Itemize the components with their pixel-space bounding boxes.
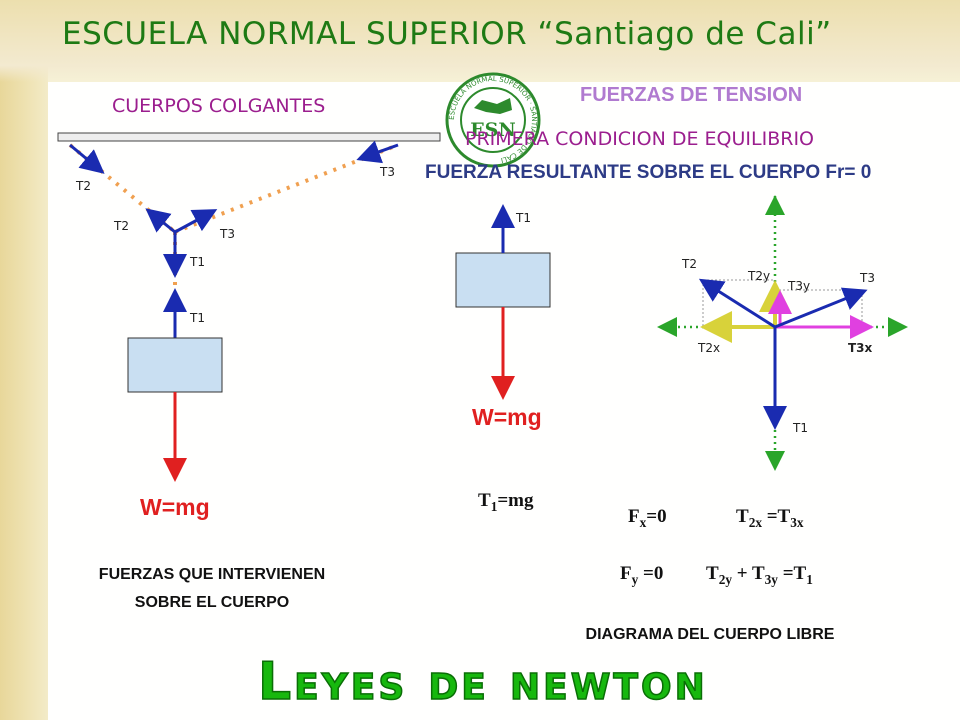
t3-vector <box>774 287 868 329</box>
label-t2-ceiling: T2 <box>75 179 91 193</box>
fbd-label-t2y: T2y <box>747 269 770 283</box>
middle-t1-label: T1 <box>515 211 531 225</box>
fbd-label-t2x: T2x <box>697 341 720 355</box>
leyes-newton-title: Leyes de newton <box>257 651 708 713</box>
fuerza-resultante-title: FUERZA RESULTANTE SOBRE EL CUERPO Fr= 0 <box>425 162 872 183</box>
equation-fx: Fx=0 <box>628 506 667 530</box>
equation-t1-mg: T1=mg <box>478 490 534 514</box>
t2-arrow-knot <box>145 208 176 234</box>
label-t1-knot: T1 <box>189 255 205 269</box>
t2-vector <box>698 278 776 329</box>
fbd-label-t2: T2 <box>681 257 697 271</box>
background-left-strip <box>0 0 48 720</box>
t3-arrow-ceiling <box>356 140 399 164</box>
fuerzas-tension-title: FUERZAS DE TENSION <box>580 84 803 106</box>
label-t3-ceiling: T3 <box>379 165 395 179</box>
logo-text: ESN <box>470 119 516 141</box>
equation-t2y-t3y: T2y + T3y =T1 <box>706 563 813 587</box>
weight-label-middle: W=mg <box>472 404 542 430</box>
equation-fy: Fy =0 <box>620 563 664 587</box>
label-t2-knot: T2 <box>113 219 129 233</box>
t3-arrow-knot <box>174 209 218 234</box>
t2-projection-box <box>702 279 776 328</box>
label-t1-body: T1 <box>189 311 205 325</box>
primera-condicion-title: PRIMERA CONDICION DE EQUILIBRIO <box>465 128 815 150</box>
caption-fuerzas-line2: SOBRE EL CUERPO <box>134 594 290 611</box>
school-logo: ESCUELA NORMAL SUPERIOR · SANTIAGO DE CA… <box>445 72 541 168</box>
fbd-label-t3x: T3x <box>848 341 873 355</box>
caption-diagrama: DIAGRAMA DEL CUERPO LIBRE <box>585 626 835 643</box>
hanging-body-box <box>127 337 223 393</box>
fbd-label-t3y: T3y <box>787 279 810 293</box>
caption-fuerzas-line1: FUERZAS QUE INTERVIENEN <box>98 566 326 583</box>
cuerpos-colgantes-title: CUERPOS COLGANTES <box>112 95 326 117</box>
fbd-label-t3: T3 <box>859 271 875 285</box>
middle-body-box <box>455 252 551 308</box>
background-top-band <box>0 0 960 82</box>
ceiling-bar <box>57 132 441 142</box>
equation-t2x-t3x: T2x =T3x <box>736 506 804 530</box>
label-t3-knot: T3 <box>219 227 235 241</box>
background-panel <box>48 82 960 720</box>
fbd-label-t1: T1 <box>792 421 808 435</box>
school-title: ESCUELA NORMAL SUPERIOR “Santiago de Cal… <box>62 16 832 52</box>
weight-label-left: W=mg <box>140 494 210 520</box>
t2-arrow-ceiling <box>69 143 105 174</box>
